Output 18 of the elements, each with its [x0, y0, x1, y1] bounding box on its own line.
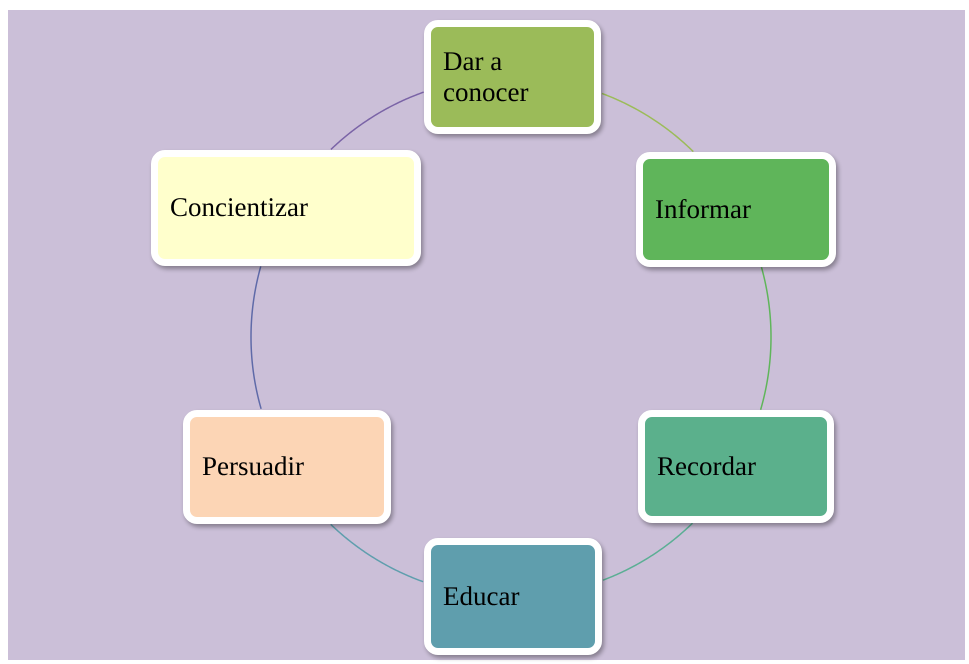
box-label: Persuadir — [202, 451, 304, 483]
process-box — [151, 150, 421, 266]
process-box — [424, 20, 601, 134]
connector-line — [330, 91, 424, 150]
process-box — [183, 410, 391, 524]
box-label: Recordar — [657, 450, 756, 482]
process-box — [638, 410, 834, 523]
connector-line — [760, 267, 772, 410]
connector-line — [602, 522, 694, 581]
box-label: Dar a conocer — [443, 46, 530, 108]
process-box — [636, 152, 836, 267]
box-label: Educar — [443, 580, 520, 612]
process-box — [424, 538, 602, 655]
box-label: Concientizar — [170, 192, 308, 224]
connector-line — [330, 524, 424, 582]
connector-line — [250, 266, 262, 410]
box-label: Informar — [655, 194, 751, 226]
connector-line — [602, 92, 694, 152]
